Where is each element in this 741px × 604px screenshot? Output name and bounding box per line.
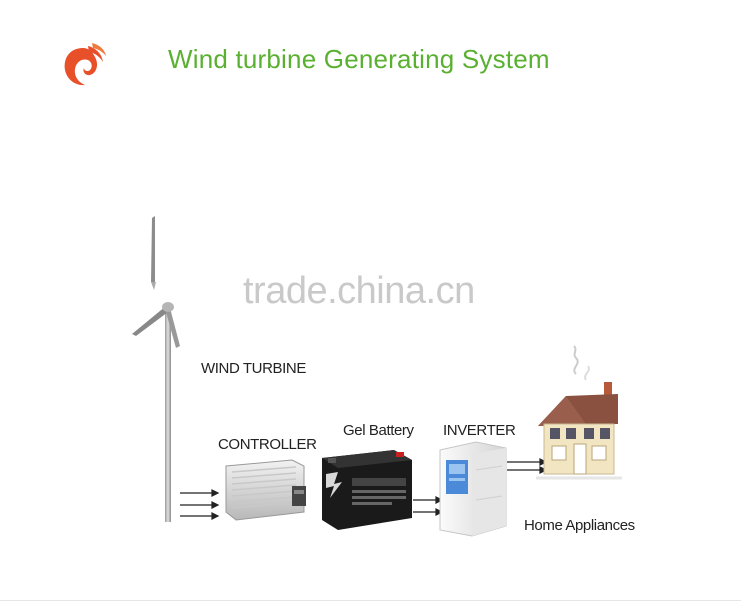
wind-turbine-icon <box>132 216 180 522</box>
inverter-label: INVERTER <box>443 422 516 439</box>
page-title: Wind turbine Generating System <box>168 44 550 74</box>
inverter-icon <box>439 441 507 537</box>
arrows-turbine-to-controller <box>180 489 220 520</box>
controller-icon <box>225 459 306 521</box>
house-icon <box>536 345 622 480</box>
controller-label: CONTROLLER <box>218 436 317 453</box>
bottom-divider <box>0 600 741 601</box>
arrows-battery-to-inverter <box>413 496 444 516</box>
wind-turbine-label: WIND TURBINE <box>201 360 306 377</box>
battery-label: Gel Battery <box>343 422 414 439</box>
home-appliances-label: Home Appliances <box>524 517 635 534</box>
logo-icon <box>64 43 106 86</box>
watermark: trade.china.cn <box>243 270 475 312</box>
battery-icon <box>322 450 412 530</box>
arrows-inverter-to-house <box>507 458 548 474</box>
